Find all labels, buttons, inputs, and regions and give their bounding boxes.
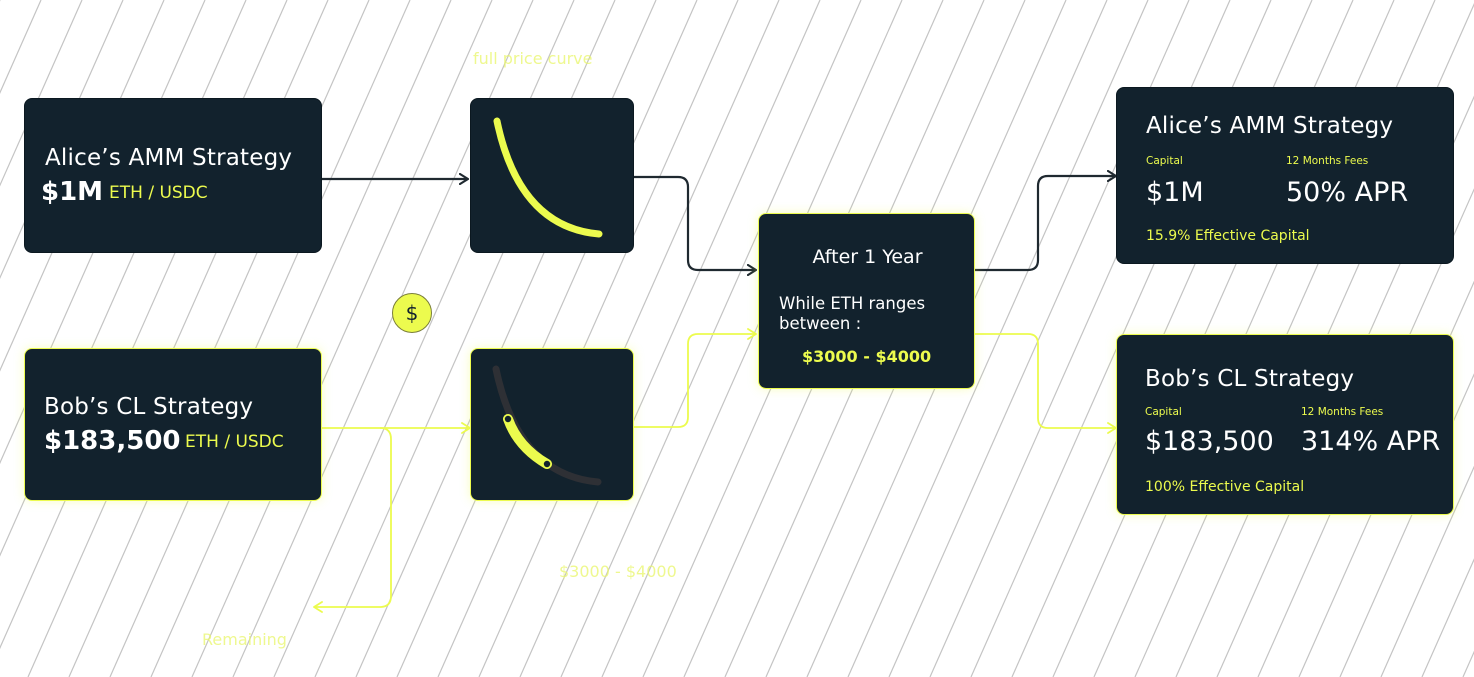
- background-stripe: [519, 0, 821, 677]
- arrow-bob-remaining: [313, 427, 392, 613]
- bob-curve-card: [470, 348, 634, 501]
- alice-capital-amount: $1M: [41, 177, 104, 207]
- background-stripe: [437, 0, 739, 677]
- bob-result-fees-value: 314% APR: [1301, 426, 1441, 457]
- background-stripe: [150, 0, 452, 677]
- alice-strategy-card: Alice’s AMM Strategy $1M ETH / USDC: [24, 98, 322, 253]
- dollar-coin-icon: $: [392, 293, 432, 333]
- remaining-label: Remaining: [202, 630, 287, 649]
- arrow-after-year-to-alice-result: [975, 176, 1116, 272]
- eth-price-range: $3000 - $4000: [802, 347, 932, 366]
- background-stripe: [1421, 558, 1474, 677]
- background-stripe: [109, 0, 411, 677]
- alice-effective-capital: 15.9% Effective Capital: [1146, 228, 1310, 244]
- bob-effective-capital: 100% Effective Capital: [1145, 479, 1305, 495]
- background-stripe: [191, 0, 493, 677]
- arrow-alice-curve-to-after-year: [634, 175, 756, 270]
- full-price-curve-label: full price curve: [473, 49, 593, 68]
- alice-token-pair: ETH / USDC: [109, 183, 208, 203]
- bob-result-fees-label: 12 Months Fees: [1301, 406, 1384, 418]
- full-price-curve-icon: [493, 117, 603, 238]
- alice-result-fees-value: 50% APR: [1286, 177, 1409, 208]
- arrow-bob-curve-to-after-year: [634, 328, 757, 428]
- bob-result-title: Bob’s CL Strategy: [1145, 366, 1355, 392]
- eth-range-text-line2: between :: [779, 314, 862, 333]
- bob-strategy-card: Bob’s CL Strategy $183,500 ETH / USDC: [24, 348, 322, 501]
- range-bottom-label: $3000 - $4000: [559, 562, 677, 581]
- alice-result-card: Alice’s AMM Strategy Capital 12 Months F…: [1116, 87, 1454, 264]
- background-stripe: [560, 0, 862, 677]
- bob-result-card: Bob’s CL Strategy Capital 12 Months Fees…: [1116, 334, 1454, 515]
- alice-result-capital-value: $1M: [1146, 177, 1204, 208]
- concentrated-range-curve-icon: [492, 365, 602, 486]
- bob-result-capital-value: $183,500: [1145, 426, 1274, 457]
- alice-result-title: Alice’s AMM Strategy: [1146, 113, 1394, 139]
- background-stripe: [847, 0, 1149, 677]
- bob-result-capital-label: Capital: [1145, 406, 1182, 418]
- alice-strategy-title: Alice’s AMM Strategy: [45, 145, 293, 171]
- alice-result-capital-label: Capital: [1146, 155, 1183, 167]
- background-stripe: [1380, 465, 1474, 677]
- background-stripe: [396, 0, 698, 677]
- eth-range-text-line1: While ETH ranges: [779, 294, 926, 313]
- background-stripe: [1339, 373, 1474, 677]
- after-one-year-card: After 1 Year While ETH ranges between : …: [758, 213, 975, 389]
- background-stripe: [478, 0, 780, 677]
- alice-curve-card: [470, 98, 634, 253]
- alice-result-fees-label: 12 Months Fees: [1286, 155, 1369, 167]
- arrow-after-year-to-bob-result: [975, 333, 1117, 434]
- bob-token-pair: ETH / USDC: [185, 432, 284, 452]
- bob-strategy-title: Bob’s CL Strategy: [44, 394, 254, 420]
- after-one-year-title: After 1 Year: [812, 246, 923, 268]
- bob-capital-amount: $183,500: [44, 426, 181, 456]
